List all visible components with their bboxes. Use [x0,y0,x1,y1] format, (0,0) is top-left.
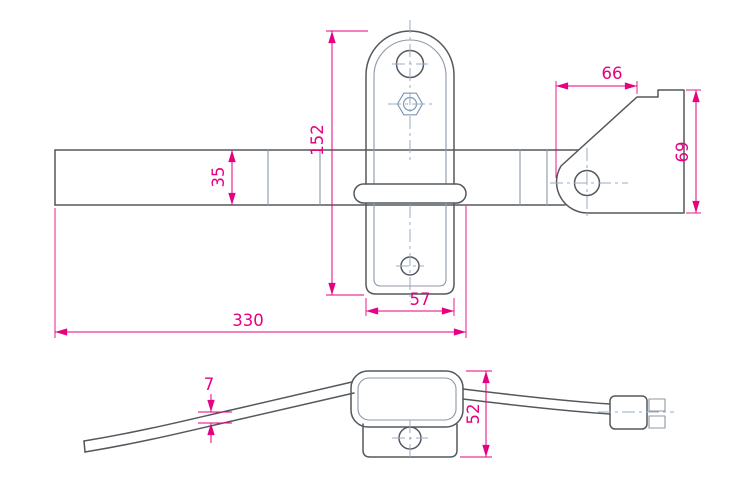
plate-outline [555,89,685,214]
dimension-57: 57 [365,290,455,316]
strap-and-catch [462,388,666,430]
dimension-69: 69 [673,89,701,214]
flat-bar [54,149,579,206]
handle-profile [83,381,355,453]
handle-bottom-edge [84,392,355,453]
dimension-66: 66 [555,64,638,178]
dimension-label-clip-height: 52 [464,404,483,425]
loop-inner-line [357,377,457,421]
dimension-label-plate-height: 69 [673,142,692,163]
strap-top-edge [462,388,611,405]
catch-lug-bottom [648,415,666,429]
handle-tip [83,440,86,453]
dimension-330: 330 [54,206,467,338]
mounting-plate [555,89,685,214]
catch-lug-top [648,398,666,412]
dimension-52: 52 [460,370,492,458]
centerlines-side [392,411,674,460]
strap-bottom-edge [462,398,611,415]
dimension-7: 7 [198,375,232,443]
dimension-label-tab-height: 152 [308,124,327,156]
clip-loop [350,370,464,458]
dimension-152: 152 [308,30,368,296]
dimension-label-handle-thickness: 7 [204,375,215,394]
handle-top-edge [83,381,353,442]
flange-plate [353,183,467,204]
dimension-label-overall-length: 330 [232,311,264,330]
side-view: 7 52 [83,370,674,460]
dimension-label-bracket-width: 57 [410,290,431,309]
dimension-label-bar-height: 35 [209,167,228,188]
centerlines-front [388,20,628,302]
dimension-35: 35 [209,150,236,205]
front-view: 35 152 57 330 66 [54,20,701,338]
loop-outline [350,370,464,428]
dimension-label-plate-width: 66 [602,64,623,83]
tab-inner-line [373,39,447,185]
